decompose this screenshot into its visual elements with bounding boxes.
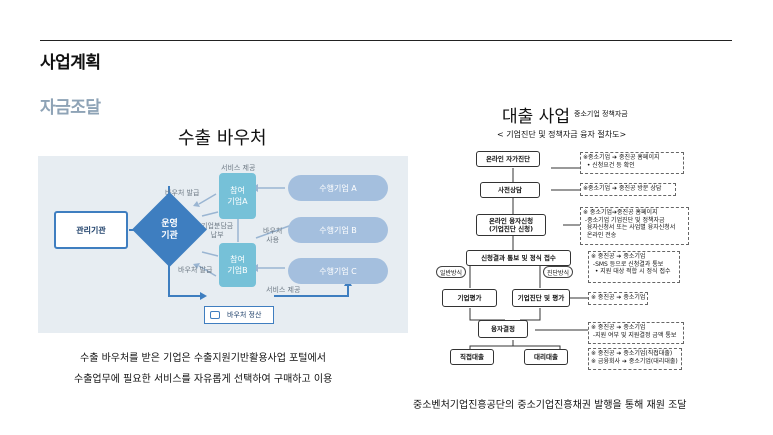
operator-label: 운영 기관 — [161, 218, 178, 241]
step-agency-loan: 대리대출 — [524, 349, 568, 365]
service-label-bottom: 서비스 제공 — [266, 286, 301, 294]
voucher-caption-2: 수출업무에 필요한 서비스를 자유롭게 선택하여 구매하고 이용 — [74, 374, 333, 385]
issue-label-top: 바우처 발급 — [165, 189, 200, 197]
step-online-apply: 온라인 융자신청 (기업진단 신청) — [476, 214, 546, 236]
note-6: ※ 중진공 ➔ 중소기업 -지원 여부 및 지원결정 금액 통보 — [588, 322, 684, 344]
voucher-arrows — [129, 184, 352, 300]
step-online-self-diagnosis: 온라인 자가진단 — [476, 151, 540, 167]
voucher-icon — [210, 311, 220, 319]
participant-a-box: 참여 기업A — [219, 173, 256, 219]
voucher-settlement-box: 바우처 정산 — [204, 306, 274, 324]
method-diagnosis: 진단방식 — [543, 266, 573, 278]
use-label: 바우처 사용 — [263, 227, 283, 244]
admin-agency-box: 관리기관 — [54, 211, 128, 249]
issue-arrow-top — [198, 193, 217, 205]
share-label: 기업분담금 납부 — [201, 222, 234, 239]
section-title: 자금조달 — [40, 98, 101, 118]
step-company-evaluation: 기업평가 — [442, 289, 497, 307]
note-3: ※ 중소기업➔중진공 홈페이지 -중소기업 기업진단 및 정책자금 융자신청서 … — [580, 207, 689, 245]
company-c-pill: 수행기업 C — [288, 258, 388, 284]
step-pre-consult: 사전상담 — [480, 182, 540, 198]
step-direct-loan: 직접대출 — [450, 349, 494, 365]
method-general: 일반방식 — [436, 266, 466, 278]
note-7: ※ 중진공 ➔ 중소기업(직접대출) ※ 금융회사 ➔ 중소기업(대리대출) — [588, 348, 682, 370]
note-5: ※ 중진공 ➔ 중소기업 — [588, 292, 648, 305]
flow-title: < 기업진단 및 정책자금 융자 절차도> — [497, 130, 627, 139]
note-4: ※ 중진공 ➔ 중소기업 -SMS 등으로 신청결과 통보 • 지원 대상 적합… — [588, 251, 680, 283]
voucher-caption-1: 수출 바우처를 받은 기업은 수출지원기반활용사업 포털에서 — [80, 353, 326, 364]
step-result-notice: 신청결과 통보 및 정식 접수 — [466, 250, 571, 266]
loan-caption: 중소벤처기업진흥공단의 중소기업진흥채권 발행을 통해 재원 조달 — [413, 400, 687, 411]
issue-label-bottom: 바우처 발급 — [178, 266, 213, 274]
loan-title: 대출 사업 — [502, 107, 570, 127]
note-2: ※중소기업 ➔ 중진공 방문 상담 — [580, 183, 676, 196]
step-diagnosis-evaluation: 기업진단 및 평가 — [512, 289, 570, 307]
issue-arrow-bottom — [198, 265, 217, 277]
service-label-top: 서비스 제공 — [221, 164, 256, 172]
loan-subtitle: 중소기업 정책자금 — [574, 110, 628, 118]
settlement-label: 바우처 정산 — [227, 311, 262, 319]
participant-b-box: 참여 기업B — [219, 243, 256, 287]
company-b-pill: 수행기업 B — [288, 217, 388, 243]
header-rule — [40, 40, 732, 41]
page-title: 사업계획 — [40, 53, 101, 73]
company-a-pill: 수행기업 A — [288, 175, 388, 201]
note-1: ※중소기업 ➔ 중진공 홈페이지 • 신청요건 등 확인 — [580, 152, 684, 174]
step-loan-decision: 융자결정 — [478, 320, 528, 338]
voucher-title: 수출 바우처 — [178, 128, 267, 149]
